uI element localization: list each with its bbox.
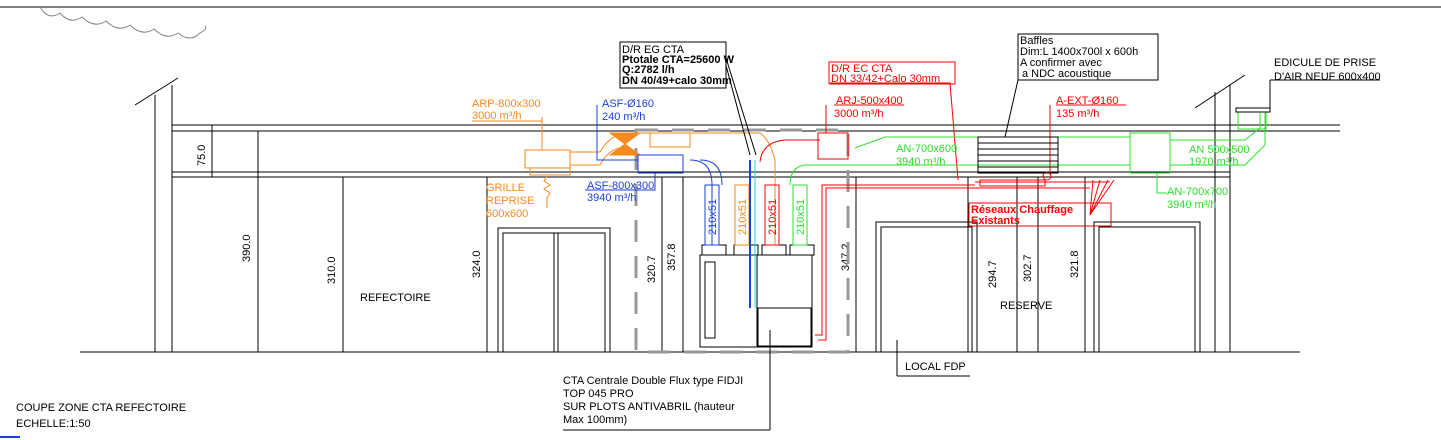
duct-arj-red [759, 82, 1126, 341]
note-grille-reprise: GRILLE REPRISE 600x600 [486, 182, 534, 220]
svg-text:A-EXT-Ø160: A-EXT-Ø160 [1056, 95, 1118, 107]
leader-lines [563, 57, 1380, 431]
building-structure [80, 74, 1340, 353]
room-label-refectoire: REFECTOIRE [360, 292, 431, 304]
svg-text:ASF-800x300: ASF-800x300 [587, 180, 654, 192]
svg-text:3940 m³/h: 3940 m³/h [896, 156, 946, 168]
note-edicule: EDICULE DE PRISE D'AIR NEUF 600x400 [1274, 57, 1381, 83]
duct-an-green [789, 110, 1267, 246]
svg-text:3000 m³/h: 3000 m³/h [834, 108, 884, 120]
svg-text:AN-700x700: AN-700x700 [1167, 186, 1228, 198]
dim-label: 310.0 [326, 256, 338, 284]
svg-text:AN-700x600: AN-700x600 [896, 143, 957, 155]
room-label-local-fdp: LOCAL FDP [905, 361, 966, 373]
svg-text:210x51: 210x51 [795, 199, 807, 235]
duct-asf-blue [585, 105, 756, 308]
svg-text:ASF-Ø160: ASF-Ø160 [602, 98, 654, 110]
svg-text:a NDC acoustique: a NDC acoustique [1022, 68, 1111, 80]
svg-text:210x51: 210x51 [737, 199, 749, 235]
edicule-cap [1235, 107, 1271, 113]
svg-text:SUR PLOTS ANTIVABRIL (hauteur: SUR PLOTS ANTIVABRIL (hauteur [563, 401, 735, 413]
svg-text:240 m³/h: 240 m³/h [602, 111, 645, 123]
room-label-reserve: RESERVE [1000, 300, 1052, 312]
svg-text:Réseaux Chauffage: Réseaux Chauffage [971, 204, 1073, 216]
note-box-dr-eg [619, 41, 727, 89]
dim-label: 302.7 [1022, 254, 1034, 282]
dim-label: 347.2 [840, 243, 852, 271]
dim-label: 75.0 [196, 145, 208, 166]
svg-text:3000 m³/h: 3000 m³/h [472, 110, 522, 122]
note-dr-eg: D/R EG CTA Ptotale CTA=25600 W Q:2782 l/… [622, 44, 735, 87]
svg-text:Max 100mm): Max 100mm) [563, 414, 627, 426]
svg-text:AN 500x500: AN 500x500 [1189, 144, 1250, 156]
svg-text:Existants: Existants [971, 215, 1020, 227]
svg-text:DN 33/42+Calo 30mm: DN 33/42+Calo 30mm [831, 73, 940, 85]
svg-text:D'AIR NEUF 600x400: D'AIR NEUF 600x400 [1274, 71, 1381, 83]
svg-text:CTA Centrale Double Flux type: CTA Centrale Double Flux type FIDJI [563, 375, 743, 387]
svg-text:210x51: 210x51 [767, 199, 779, 235]
svg-text:A confirmer avec: A confirmer avec [1020, 57, 1102, 69]
svg-text:3940 m³/h: 3940 m³/h [1167, 199, 1217, 211]
note-baffles: Baffles Dim:L 1400x700l x 600h A confirm… [1020, 35, 1138, 80]
svg-text:135 m³/h: 135 m³/h [1056, 108, 1099, 120]
door-local-fdp [875, 221, 978, 353]
svg-text:Ptotale CTA=25600 W: Ptotale CTA=25600 W [622, 54, 735, 66]
dim-label: 320.7 [646, 255, 658, 283]
svg-text:1970 m³/h: 1970 m³/h [1189, 156, 1239, 168]
svg-text:REPRISE: REPRISE [486, 195, 534, 207]
duct-labels: ARP-800x300 3000 m³/h ASF-Ø160 240 m³/h … [472, 95, 1250, 235]
note-reseaux: Réseaux Chauffage Existants [971, 204, 1073, 227]
svg-text:Baffles: Baffles [1020, 35, 1054, 47]
svg-text:210x51: 210x51 [707, 199, 719, 235]
svg-text:ARP-800x300: ARP-800x300 [472, 98, 541, 110]
drawing-scale: ECHELLE:1:50 [16, 418, 91, 430]
note-cta: CTA Centrale Double Flux type FIDJI TOP … [563, 375, 743, 426]
note-dr-ec: D/R EC CTA DN 33/42+Calo 30mm [831, 63, 940, 85]
svg-text:D/R EG CTA: D/R EG CTA [622, 44, 685, 56]
dim-label: 357.8 [666, 243, 678, 271]
dim-label: 390.0 [241, 234, 253, 262]
svg-text:3940 m³/h: 3940 m³/h [587, 192, 637, 204]
svg-text:Q:2782 l/h: Q:2782 l/h [622, 64, 675, 76]
dim-label: 321.8 [1069, 250, 1081, 278]
svg-text:600x600: 600x600 [486, 208, 528, 220]
svg-text:EDICULE DE PRISE: EDICULE DE PRISE [1274, 57, 1376, 69]
dim-label: 324.0 [471, 250, 483, 278]
svg-text:ARJ-500x400: ARJ-500x400 [836, 95, 903, 107]
note-box-dr-ec [828, 61, 956, 85]
svg-text:GRILLE: GRILLE [486, 182, 525, 194]
drawing-title: COUPE ZONE CTA REFECTOIRE [16, 402, 186, 414]
svg-text:Dim:L 1400x700l x 600h: Dim:L 1400x700l x 600h [1020, 46, 1138, 58]
acoustic-baffles [977, 79, 1059, 174]
duct-arp-orange [472, 117, 776, 246]
cta-unit [699, 244, 815, 348]
svg-text:TOP 045 PRO: TOP 045 PRO [563, 388, 634, 400]
door-reserve [1093, 221, 1201, 353]
revision-cloud [39, 6, 207, 39]
dimension-lines [200, 124, 1086, 352]
note-box-baffles [1017, 33, 1159, 81]
cta-zone-outline [634, 128, 850, 354]
dim-label: 294.7 [987, 260, 999, 288]
svg-text:D/R EC CTA: D/R EC CTA [831, 63, 893, 75]
svg-text:DN 40/49+calo 30mm: DN 40/49+calo 30mm [622, 75, 732, 87]
